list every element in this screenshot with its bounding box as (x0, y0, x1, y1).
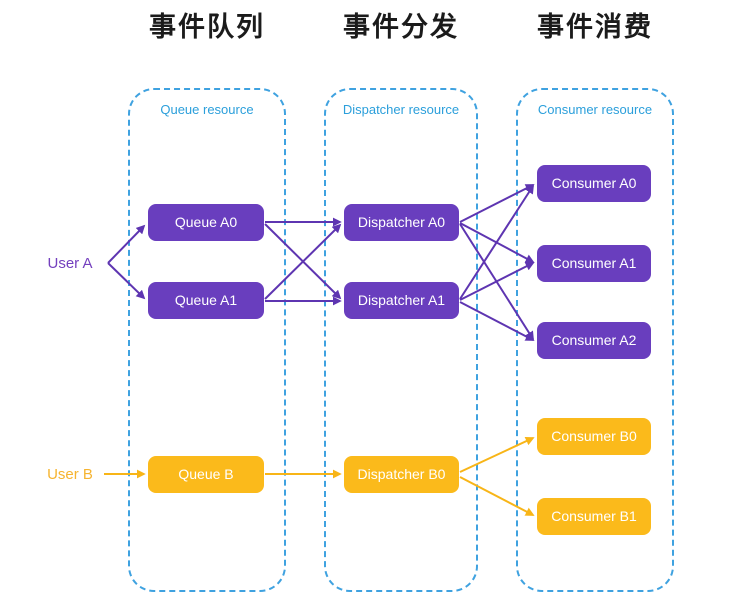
edge-dispatcher-a1-consumer-a2 (459, 301, 535, 341)
column-title-event-queue: 事件队列 (149, 12, 265, 42)
node-queue-b: Queue B (148, 456, 264, 493)
edge-user-a-queue-a0 (107, 224, 146, 264)
queue-resource-label: Queue resource (160, 102, 254, 117)
column-title-event-consume: 事件消费 (537, 12, 653, 42)
node-queue-a1: Queue A1 (148, 282, 264, 319)
node-consumer-b0: Consumer B0 (537, 418, 651, 455)
edge-queue-a1-dispatcher-a0 (264, 223, 342, 300)
node-queue-a0: Queue A0 (148, 204, 264, 241)
edge-dispatcher-a1-consumer-a1 (459, 262, 535, 301)
dispatcher-resource-label: Dispatcher resource (342, 102, 460, 117)
user-b-label: User B (47, 466, 93, 483)
node-dispatcher-a0: Dispatcher A0 (344, 204, 459, 241)
node-consumer-a0: Consumer A0 (537, 165, 651, 202)
node-consumer-a2: Consumer A2 (537, 322, 651, 359)
consumer-resource-label: Consumer resource (537, 102, 653, 117)
consumer-resource-container: Consumer resource (516, 88, 674, 592)
edge-dispatcher-b0-consumer-b0 (459, 436, 535, 473)
edge-dispatcher-a1-consumer-a0 (459, 184, 534, 300)
dispatcher-resource-container: Dispatcher resource (324, 88, 478, 592)
node-dispatcher-a1: Dispatcher A1 (344, 282, 459, 319)
node-consumer-b1: Consumer B1 (537, 498, 651, 535)
node-consumer-a1: Consumer A1 (537, 245, 651, 282)
edge-dispatcher-a0-consumer-a0 (459, 184, 535, 223)
edge-dispatcher-b0-consumer-b1 (459, 476, 535, 516)
queue-resource-container: Queue resource (128, 88, 286, 592)
column-title-event-dispatch: 事件分发 (343, 12, 459, 42)
node-dispatcher-b0: Dispatcher B0 (344, 456, 459, 493)
user-a-label: User A (47, 255, 93, 272)
edge-user-a-queue-a1 (107, 262, 146, 300)
